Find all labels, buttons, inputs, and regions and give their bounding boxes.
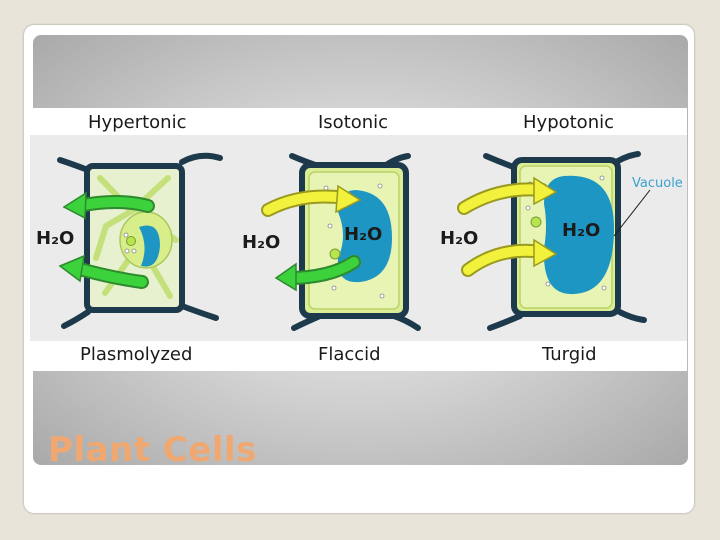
flaccid-cell: H₂O H₂O bbox=[242, 153, 421, 331]
turgid-cell: H₂O H₂O Vacuole bbox=[440, 151, 683, 331]
vacuole-label: Vacuole bbox=[632, 176, 683, 191]
turgid-label: Turgid bbox=[541, 344, 597, 365]
h2o-label-isotonic-inside: H₂O bbox=[344, 224, 382, 245]
isotonic-label: Isotonic bbox=[318, 112, 388, 133]
h2o-label-hypertonic: H₂O bbox=[36, 228, 74, 249]
plasmolyzed-label: Plasmolyzed bbox=[80, 344, 192, 365]
slide-title: Plant Cells bbox=[48, 430, 257, 470]
h2o-label-hypotonic-outside: H₂O bbox=[440, 228, 478, 249]
h2o-label-hypotonic-inside: H₂O bbox=[562, 220, 600, 241]
osmosis-diagram: Hypertonic Isotonic Hypotonic Plasmolyze… bbox=[30, 108, 687, 371]
hypotonic-label: Hypotonic bbox=[523, 112, 614, 133]
vacuole-pointer-line bbox=[613, 189, 651, 237]
flaccid-label: Flaccid bbox=[318, 344, 381, 365]
h2o-label-isotonic-outside: H₂O bbox=[242, 232, 280, 253]
plasmolyzed-cell: H₂O bbox=[36, 152, 223, 329]
hypertonic-label: Hypertonic bbox=[88, 112, 186, 133]
